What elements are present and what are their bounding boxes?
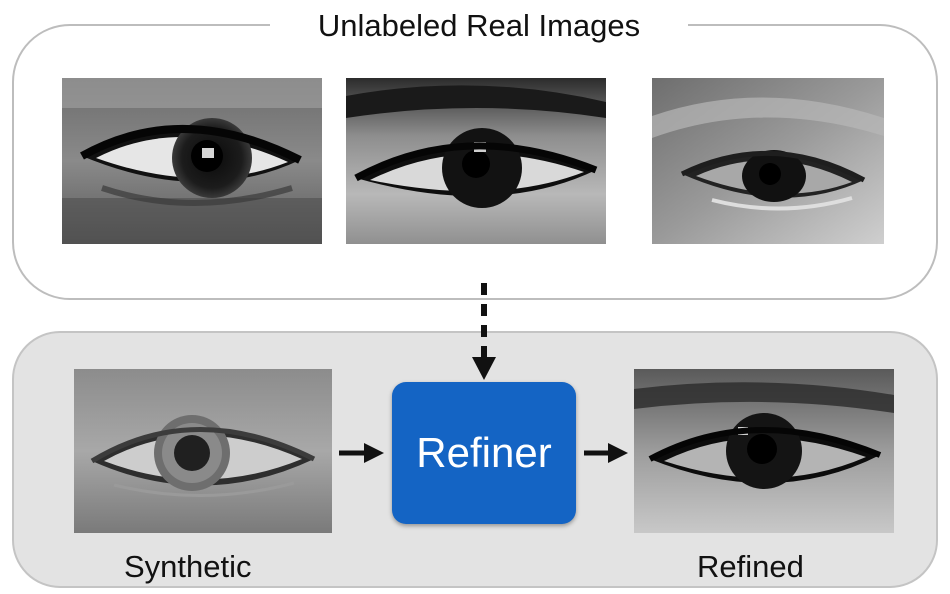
real-images-title: Unlabeled Real Images (270, 6, 688, 46)
synthetic-caption: Synthetic (124, 549, 252, 584)
dashed-down-arrow-icon (472, 283, 496, 380)
refiner-label: Refiner (416, 429, 552, 476)
refiner-block: Refiner (392, 382, 576, 524)
synthetic-eye-image (74, 369, 332, 533)
right-arrow-icon (584, 443, 628, 463)
refined-caption: Refined (697, 549, 804, 584)
real-eye-image-1 (62, 78, 322, 244)
refined-eye-image (634, 369, 894, 533)
real-eye-image-2 (346, 78, 606, 244)
real-eye-image-3 (652, 78, 884, 244)
right-arrow-icon (339, 443, 384, 463)
